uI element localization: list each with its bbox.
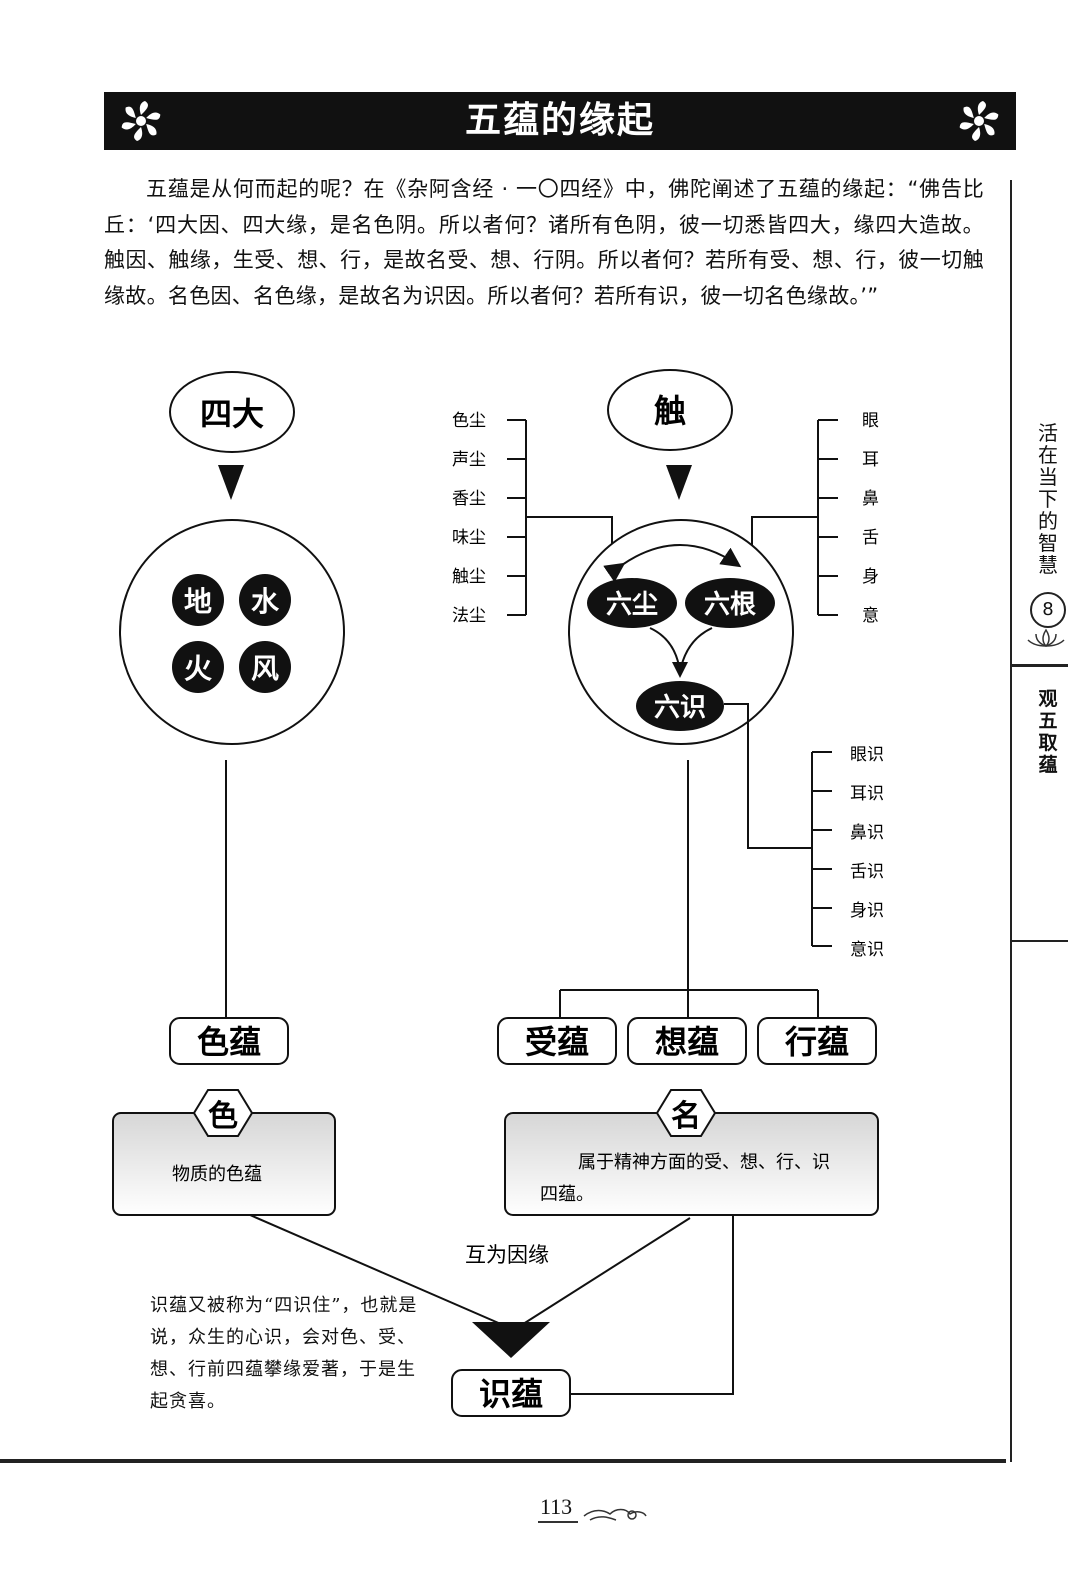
intro-paragraph: 五蕴是从何而起的呢？在《杂阿含经 · 一〇四经》中，佛陀阐述了五蕴的缘起：“佛告… <box>104 177 984 308</box>
left-flower-icon <box>121 101 161 141</box>
element-water: 水 <box>251 585 280 618</box>
consciousness-nose: 鼻识 <box>850 823 884 843</box>
consciousness-aggregate-label: 识蕴 <box>479 1375 543 1413</box>
six-dusts-list: 色尘 声尘 香尘 味尘 触尘 法尘 <box>452 411 486 626</box>
form-hexagon-label: 色 <box>208 1099 238 1134</box>
element-fire: 火 <box>184 652 212 685</box>
page-number: 113 <box>540 1494 573 1519</box>
dust-taste: 味尘 <box>452 528 486 548</box>
convergence-lines <box>249 1214 734 1395</box>
dust-sound: 声尘 <box>452 450 486 470</box>
formation-aggregate-label: 行蕴 <box>785 1023 849 1061</box>
side-separator <box>1012 664 1068 667</box>
root-eye: 眼 <box>862 411 879 431</box>
mutual-condition-label: 互为因缘 <box>465 1243 549 1267</box>
convergence-arrowhead <box>472 1322 550 1358</box>
side-book-title: 活在当下的智慧 <box>1038 421 1058 577</box>
side-separator <box>1012 940 1068 942</box>
six-consciousness-bubble <box>636 681 724 731</box>
form-aggregate-box <box>169 1017 289 1065</box>
dust-dharma: 法尘 <box>452 606 486 626</box>
four-elements-label: 四大 <box>200 395 264 433</box>
contact-label: 触 <box>654 392 686 430</box>
page-title: 五蕴的缘起 <box>464 100 655 141</box>
right-flower-icon <box>959 101 999 141</box>
consciousness-aggregate-box <box>451 1369 571 1417</box>
six-roots-bubble <box>685 578 775 628</box>
element-wind: 风 <box>251 652 279 685</box>
feeling-aggregate-box <box>497 1017 617 1065</box>
title-banner: 五蕴的缘起 <box>104 92 1016 150</box>
elements-circle <box>119 519 345 745</box>
element-earth-bubble <box>172 574 224 626</box>
down-arrow <box>218 465 244 500</box>
bottom-rule <box>0 1459 1006 1463</box>
dust-root-arrow <box>603 544 742 583</box>
root-bracket <box>751 419 838 616</box>
root-body: 身 <box>862 567 879 587</box>
dust-touch: 触尘 <box>452 567 486 587</box>
form-hexagon <box>192 1089 254 1137</box>
root-tongue: 舌 <box>862 528 879 548</box>
mind-description-line2: 四蕴。 <box>540 1184 594 1205</box>
element-fire-bubble <box>172 641 224 693</box>
six-roots-label: 六根 <box>704 590 756 620</box>
lotus-icon <box>1027 628 1065 648</box>
element-wind-bubble <box>239 641 291 693</box>
consciousness-note: 识蕴又被称为“四识住”，也就是说，众生的心识，会对色、受、想、行前四蕴攀缘爱著，… <box>150 1295 418 1412</box>
consciousness-mind: 意识 <box>850 940 884 960</box>
side-volume-number: 8 <box>1030 592 1066 628</box>
six-dusts-label: 六尘 <box>606 590 658 620</box>
root-mind: 意 <box>862 606 879 626</box>
dust-form: 色尘 <box>452 411 486 431</box>
side-rule <box>1010 180 1012 1462</box>
element-water-bubble <box>239 574 291 626</box>
root-nose: 鼻 <box>862 489 879 509</box>
page-number-underline <box>538 1521 578 1523</box>
six-roots-list: 眼 耳 鼻 舌 身 意 <box>862 411 879 626</box>
consciousness-eye: 眼识 <box>850 745 884 765</box>
six-consciousness-label: 六识 <box>654 693 706 723</box>
consciousness-bracket <box>724 703 832 947</box>
converge-arrowhead <box>672 662 688 678</box>
formation-aggregate-box <box>757 1017 877 1065</box>
consciousness-list: 眼识 耳识 鼻识 舌识 身识 意识 <box>850 745 884 960</box>
element-earth: 地 <box>184 585 212 618</box>
perception-aggregate-label: 想蕴 <box>655 1023 719 1061</box>
six-dusts-bubble <box>587 578 677 628</box>
aggregate-connector <box>559 760 819 1018</box>
root-ear: 耳 <box>862 450 879 470</box>
form-aggregate-label: 色蕴 <box>197 1023 261 1061</box>
consciousness-body: 身识 <box>850 901 884 921</box>
form-description: 物质的色蕴 <box>172 1164 262 1185</box>
four-elements-oval <box>169 371 295 453</box>
five-aggregates-diagram: 四大 地 水 火 风 色蕴 色 物质的色蕴 触 色尘 声尘 香尘 味尘 触尘 法… <box>112 369 884 1417</box>
contact-oval <box>607 369 733 451</box>
side-chapter-title: 观五取蕴 <box>1038 688 1058 776</box>
feeling-aggregate-label: 受蕴 <box>525 1023 589 1061</box>
mind-description-line1: 属于精神方面的受、想、行、识 <box>578 1152 830 1173</box>
cloud-ornament-icon <box>583 1508 647 1521</box>
mind-hexagon <box>655 1089 717 1137</box>
mind-hexagon-label: 名 <box>671 1099 701 1134</box>
dust-smell: 香尘 <box>452 489 486 509</box>
consciousness-tongue: 舌识 <box>850 862 884 882</box>
down-arrow <box>666 465 692 500</box>
perception-aggregate-box <box>627 1017 747 1065</box>
consciousness-ear: 耳识 <box>850 784 884 804</box>
